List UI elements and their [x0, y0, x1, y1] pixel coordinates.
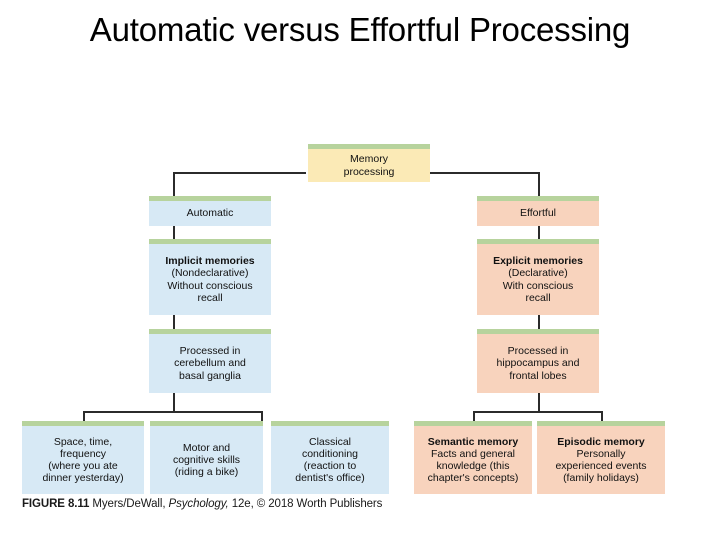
node-processed-hippocampus-line-3: frontal lobes [509, 369, 567, 382]
node-accent-bar [477, 329, 599, 334]
node-explicit-memories[interactable]: Explicit memories (Declarative) With con… [477, 239, 599, 315]
node-accent-bar [477, 196, 599, 201]
connector-effortful-to-explicit [538, 225, 540, 240]
node-memory-processing-line-1: Memory [350, 153, 388, 166]
node-implicit-memories-title: Implicit memories [165, 255, 255, 268]
figure-caption-number: FIGURE 8.11 [22, 498, 90, 510]
node-example-semantic-memory-title: Semantic memory [427, 435, 519, 448]
node-memory-processing[interactable]: Memory processing [308, 144, 430, 182]
node-automatic[interactable]: Automatic [149, 196, 271, 226]
node-processed-cerebellum-line-2: cerebellum and [174, 357, 246, 370]
figure-caption: FIGURE 8.11 Myers/DeWall, Psychology, 12… [22, 498, 382, 510]
node-processed-hippocampus-line-2: hippocampus and [496, 357, 580, 370]
node-example-motor-cognitive-skills[interactable]: Motor and cognitive skills (riding a bik… [150, 421, 263, 494]
node-effortful[interactable]: Effortful [477, 196, 599, 226]
node-implicit-memories-line-4: recall [197, 291, 223, 304]
node-explicit-memories-line-3: With conscious [502, 279, 574, 292]
figure-caption-authors: Myers/DeWall, [92, 498, 166, 510]
node-example-episodic-memory[interactable]: Episodic memory Personally experienced e… [537, 421, 665, 494]
connector-processed-left-to-examples [173, 392, 175, 412]
node-implicit-memories-line-3: Without conscious [167, 279, 253, 292]
node-processed-hippocampus-line-1: Processed in [507, 345, 569, 358]
node-accent-bar [537, 421, 665, 426]
node-example-classical-conditioning-line-1: Classical [308, 435, 351, 448]
node-example-classical-conditioning-line-2: conditioning [301, 447, 359, 460]
node-accent-bar [414, 421, 532, 426]
node-processed-cerebellum-line-1: Processed in [179, 345, 241, 358]
figure-memory-processing: Memory processing Automatic Implicit mem… [0, 130, 720, 540]
node-example-classical-conditioning-line-3: (reaction to [303, 460, 357, 472]
node-accent-bar [149, 329, 271, 334]
node-example-episodic-memory-title: Episodic memory [557, 435, 645, 448]
connector-automatic-to-implicit [173, 225, 175, 240]
node-processed-cerebellum-line-3: basal ganglia [179, 369, 241, 382]
node-example-motor-cognitive-skills-line-1: Motor and [182, 441, 231, 454]
node-example-semantic-memory[interactable]: Semantic memory Facts and general knowle… [414, 421, 532, 494]
node-example-space-time-frequency[interactable]: Space, time, frequency (where you ate di… [22, 421, 144, 494]
connector-explicit-to-processed-right [538, 314, 540, 331]
node-accent-bar [271, 421, 389, 426]
connector-root-to-effortful-horizontal [430, 172, 540, 174]
node-processed-cerebellum[interactable]: Processed in cerebellum and basal gangli… [149, 329, 271, 393]
node-example-episodic-memory-line-4: (family holidays) [563, 472, 639, 485]
node-example-space-time-frequency-line-1: Space, time, [53, 435, 113, 448]
node-explicit-memories-line-2: (Declarative) [508, 267, 568, 280]
node-example-classical-conditioning-line-4: dentist's office) [295, 472, 365, 485]
node-explicit-memories-title: Explicit memories [493, 255, 583, 268]
node-processed-hippocampus[interactable]: Processed in hippocampus and frontal lob… [477, 329, 599, 393]
node-explicit-memories-line-4: recall [525, 291, 551, 304]
node-accent-bar [477, 239, 599, 244]
node-implicit-memories-line-2: (Nondeclarative) [171, 267, 249, 280]
connector-left-examples-horizontal [83, 411, 263, 413]
node-example-semantic-memory-line-4: chapter's concepts) [427, 472, 519, 485]
node-accent-bar [149, 196, 271, 201]
node-automatic-label: Automatic [186, 207, 234, 220]
node-example-space-time-frequency-line-2: frequency [59, 447, 107, 460]
connector-implicit-to-processed-left [173, 314, 175, 331]
node-effortful-label: Effortful [520, 207, 556, 220]
node-accent-bar [149, 239, 271, 244]
node-example-motor-cognitive-skills-line-2: cognitive skills [172, 453, 241, 466]
connector-processed-right-to-examples [538, 392, 540, 412]
figure-caption-book: Psychology, [168, 498, 229, 510]
node-memory-processing-line-2: processing [343, 165, 395, 178]
node-implicit-memories[interactable]: Implicit memories (Nondeclarative) Witho… [149, 239, 271, 315]
node-accent-bar [308, 144, 430, 149]
connector-right-examples-horizontal [473, 411, 603, 413]
node-accent-bar [150, 421, 263, 426]
node-example-classical-conditioning[interactable]: Classical conditioning (reaction to dent… [271, 421, 389, 494]
figure-caption-edition: 12e, © 2018 Worth Publishers [231, 498, 383, 510]
connector-root-to-automatic-horizontal [173, 172, 306, 174]
page-title: Automatic versus Effortful Processing [89, 11, 631, 48]
node-example-semantic-memory-line-3: knowledge (this [436, 460, 510, 472]
node-example-semantic-memory-line-2: Facts and general [430, 447, 516, 460]
connector-root-to-effortful-vertical [538, 172, 540, 198]
node-example-episodic-memory-line-2: Personally [576, 447, 626, 460]
node-example-episodic-memory-line-3: experienced events [555, 460, 647, 472]
node-example-space-time-frequency-line-3: (where you ate [48, 460, 118, 472]
node-example-motor-cognitive-skills-line-3: (riding a bike) [174, 466, 239, 479]
node-accent-bar [22, 421, 144, 426]
connector-root-to-automatic-vertical [173, 172, 175, 198]
node-example-space-time-frequency-line-4: dinner yesterday) [42, 472, 124, 485]
